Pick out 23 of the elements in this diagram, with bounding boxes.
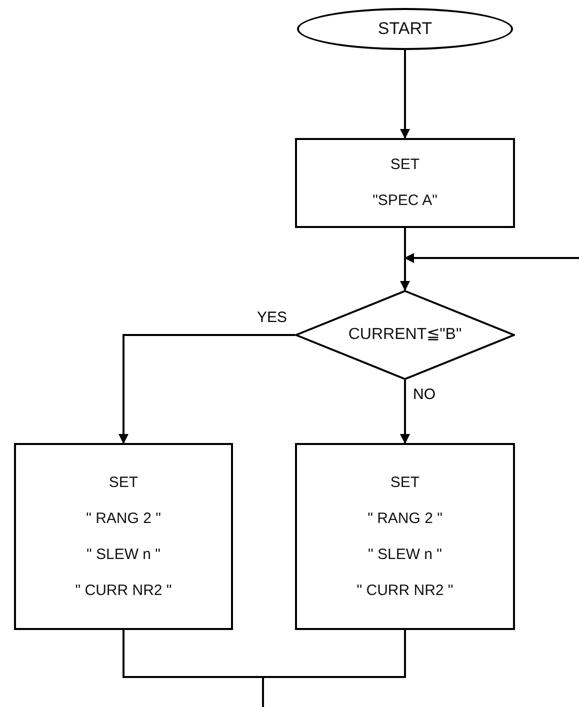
node-text: SET — [108, 474, 138, 492]
node-text: " CURR NR2 " — [356, 582, 454, 600]
node-text: " SLEW n " — [368, 546, 442, 564]
arrow — [118, 334, 295, 444]
node-text: " RANG 2 " — [368, 510, 442, 528]
connector-line — [262, 630, 406, 707]
node-text: " RANG 2 " — [86, 510, 161, 528]
process-box — [14, 443, 233, 630]
node-text: " CURR NR2 " — [75, 582, 172, 600]
arrow — [400, 228, 410, 291]
arrow — [400, 380, 410, 444]
node-text: " SLEW n " — [86, 546, 160, 564]
terminal-oval — [297, 8, 513, 50]
process-box — [295, 138, 515, 228]
node-text: START — [378, 20, 432, 38]
process-box — [295, 443, 515, 630]
decision-diamond — [295, 290, 515, 380]
node-text: SET — [390, 474, 420, 492]
arrow — [400, 50, 410, 139]
arrow — [404, 253, 579, 263]
node-text: SET — [390, 156, 420, 174]
node-text: CURRENT≦"B" — [348, 326, 462, 344]
node-text: "SPEC A" — [372, 192, 438, 210]
